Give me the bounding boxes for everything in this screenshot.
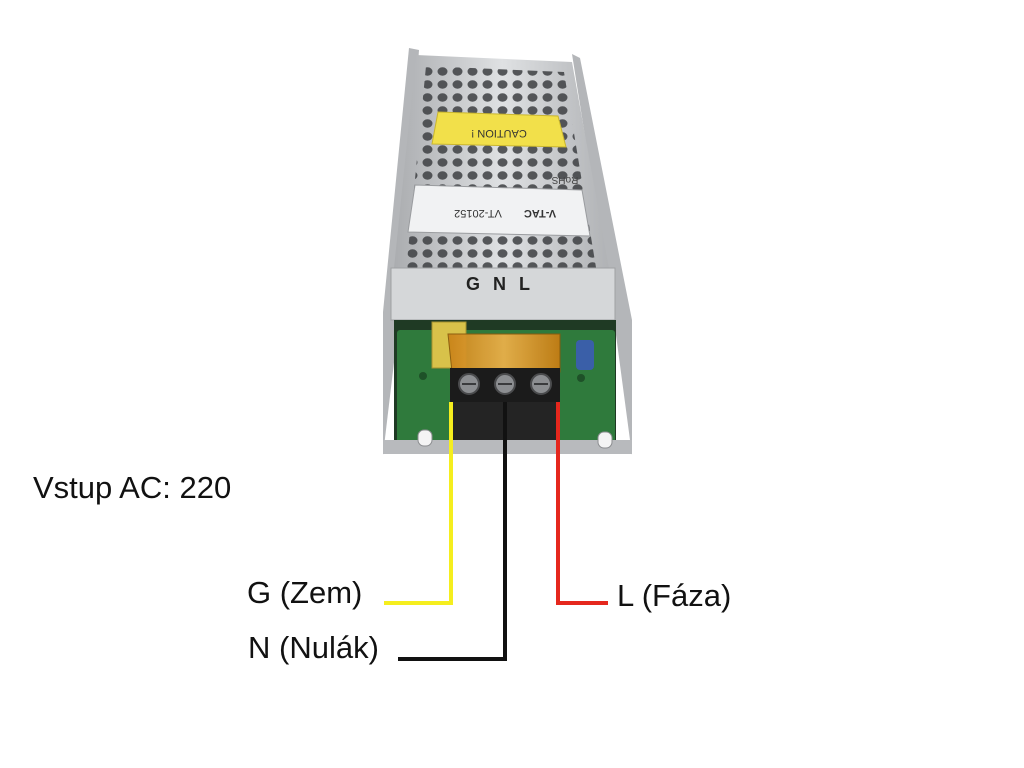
wires <box>384 402 608 661</box>
wire-line <box>556 402 608 605</box>
pcb-hole <box>419 372 427 380</box>
product-model: VT-20152 <box>454 207 502 219</box>
neutral-wire-label: N (Nulák) <box>248 630 379 665</box>
caution-sticker <box>431 111 567 148</box>
caution-text: CAUTION ! <box>471 127 527 139</box>
case-bottom-edge <box>383 440 632 454</box>
wire-neutral <box>398 402 507 661</box>
input-voltage-label: Vstup AC: 220 <box>33 470 232 505</box>
mounting-slot-right <box>597 431 613 449</box>
terminal-screws <box>458 373 552 395</box>
ground-wire-label: G (Zem) <box>247 575 363 610</box>
product-label <box>407 184 591 237</box>
wire-ground <box>384 402 453 605</box>
pcb-hole <box>577 374 585 382</box>
line-wire-label: L (Fáza) <box>617 578 732 613</box>
terminal-block-cover <box>447 333 561 373</box>
product-brand: V-TAC <box>524 207 556 219</box>
mounting-slot-left <box>417 429 433 447</box>
rohs-mark: RoHS <box>551 174 578 185</box>
terminal-marking-text: G N L <box>466 274 534 294</box>
led-power-supply: CAUTION ! V-TAC VT-20152 RoHS G N L <box>383 48 632 455</box>
pcb-component-blue <box>576 340 594 370</box>
